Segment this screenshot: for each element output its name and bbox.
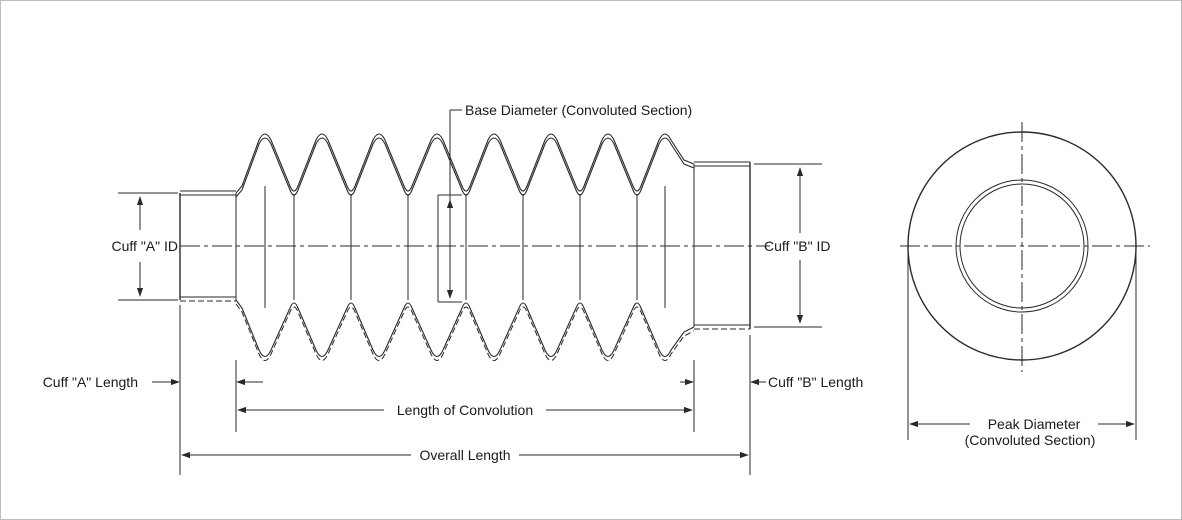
cuff-a [179,190,237,302]
convolution-length-dimension: Length of Convolution [237,402,693,418]
cuff-b-id-label: Cuff "B" ID [764,238,830,254]
convolution-length-label: Length of Convolution [397,402,533,418]
convolution-top-outer-wall [235,133,695,194]
cuff-a-id-dimension: Cuff "A" ID [112,192,178,301]
peak-diameter-label-line2: (Convoluted Section) [965,432,1096,448]
convolution-bottom-outer-wall [235,299,695,358]
cuff-a-length-dimension: Cuff "A" Length [43,374,263,390]
length-extension-lines [179,305,751,475]
convoluted-section [235,133,695,361]
end-view: Peak Diameter (Convoluted Section) [900,122,1150,448]
overall-length-dimension: Overall Length [181,447,749,463]
overall-length-label: Overall Length [419,447,510,463]
cuff-a-id-label: Cuff "A" ID [112,238,178,254]
cuff-a-length-label: Cuff "A" Length [43,374,138,390]
cuff-b-length-label: Cuff "B" Length [768,374,863,390]
cuff-b-length-dimension: Cuff "B" Length [680,374,863,390]
side-view [179,133,770,361]
base-diameter-dimension: Base Diameter (Convoluted Section) [437,102,692,303]
cuff-b [693,161,751,330]
peak-diameter-label: Peak Diameter [988,416,1081,432]
convolution-bottom-hidden-wall [235,303,695,361]
base-diameter-label: Base Diameter (Convoluted Section) [465,102,692,118]
cuff-b-id-dimension: Cuff "B" ID [754,163,830,328]
